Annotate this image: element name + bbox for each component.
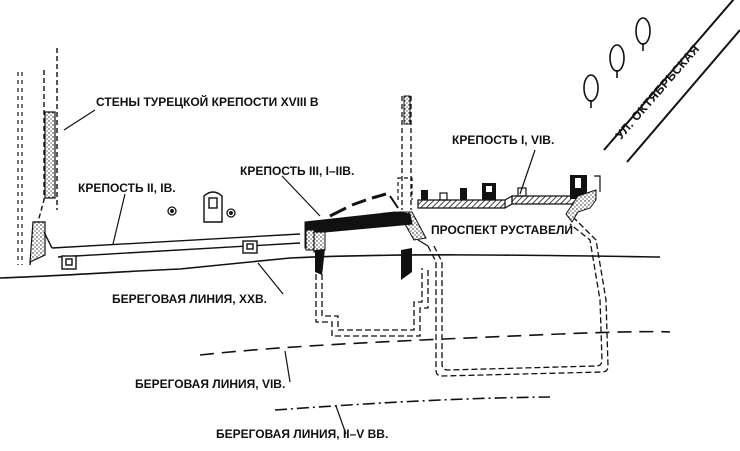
shoreline-2nd-5th-centuries: [274, 396, 551, 411]
fortress-1-wall: [417, 175, 601, 223]
label-shoreline-20th: БЕРЕГОВАЯ ЛИНИЯ, XXВ.: [112, 292, 267, 306]
tree-icon: [583, 74, 599, 108]
shoreline-20th-century: [0, 254, 661, 279]
label-fortress-3: КРЕПОСТЬ III, I–IIВ.: [240, 164, 354, 178]
shoreline-6th-century: [199, 330, 671, 356]
tree-icon: [635, 17, 651, 51]
label-shoreline-2nd-5th: БЕРЕГОВАЯ ЛИНИЯ, II–V ВВ.: [216, 427, 388, 441]
fortress-2-wall: [43, 231, 301, 270]
fortress-3-tower-outline: [397, 177, 413, 200]
ruin-circle-icon: [226, 208, 236, 218]
fortress-3-walls: [304, 192, 413, 280]
label-turkish-walls: СТЕНЫ ТУРЕЦКОЙ КРЕПОСТИ XVIII В: [96, 94, 319, 109]
street-oktyabrskaya: [603, 0, 740, 163]
label-fortress-1: КРЕПОСТЬ I, VIВ.: [452, 133, 554, 147]
fortress-3-outline: [315, 256, 429, 337]
label-shoreline-6th: БЕРЕГОВАЯ ЛИНИЯ, VIВ.: [135, 377, 285, 391]
label-avenue-rustaveli: ПРОСПЕКТ РУСТАВЕЛИ: [431, 223, 573, 237]
fortress-1-outline: [427, 217, 609, 377]
tree-icon: [609, 44, 625, 78]
ruin-structure: [203, 191, 223, 223]
label-fortress-2: КРЕПОСТЬ II, IВ.: [78, 181, 176, 195]
leader-lines: [63, 109, 536, 435]
ruin-circle-icon: [167, 206, 177, 216]
turkish-fortress-wall-left: [17, 48, 58, 266]
